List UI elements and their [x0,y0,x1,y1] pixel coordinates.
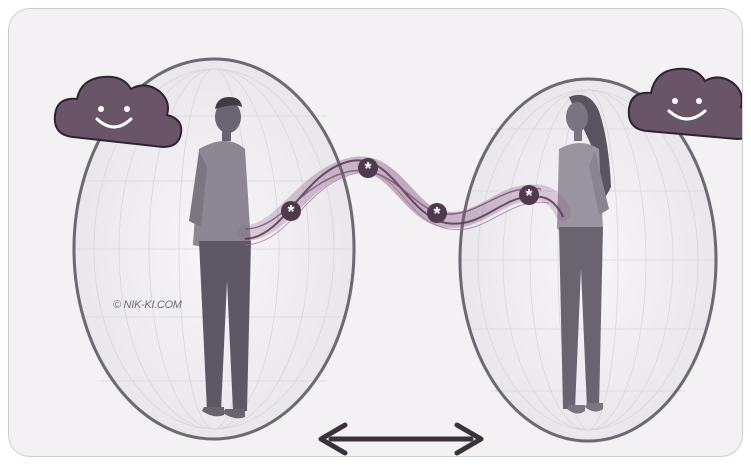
svg-text:*: * [287,202,294,222]
connection-illustration: * * * * [9,9,743,457]
copyright-watermark: © NIK-KI.COM [113,299,182,311]
cloud-smile-icon [629,69,743,139]
svg-text:*: * [525,186,532,206]
svg-text:*: * [433,204,440,224]
svg-text:*: * [364,159,371,179]
illustration-card: * * * * [8,8,743,457]
double-arrow-icon [321,425,481,453]
